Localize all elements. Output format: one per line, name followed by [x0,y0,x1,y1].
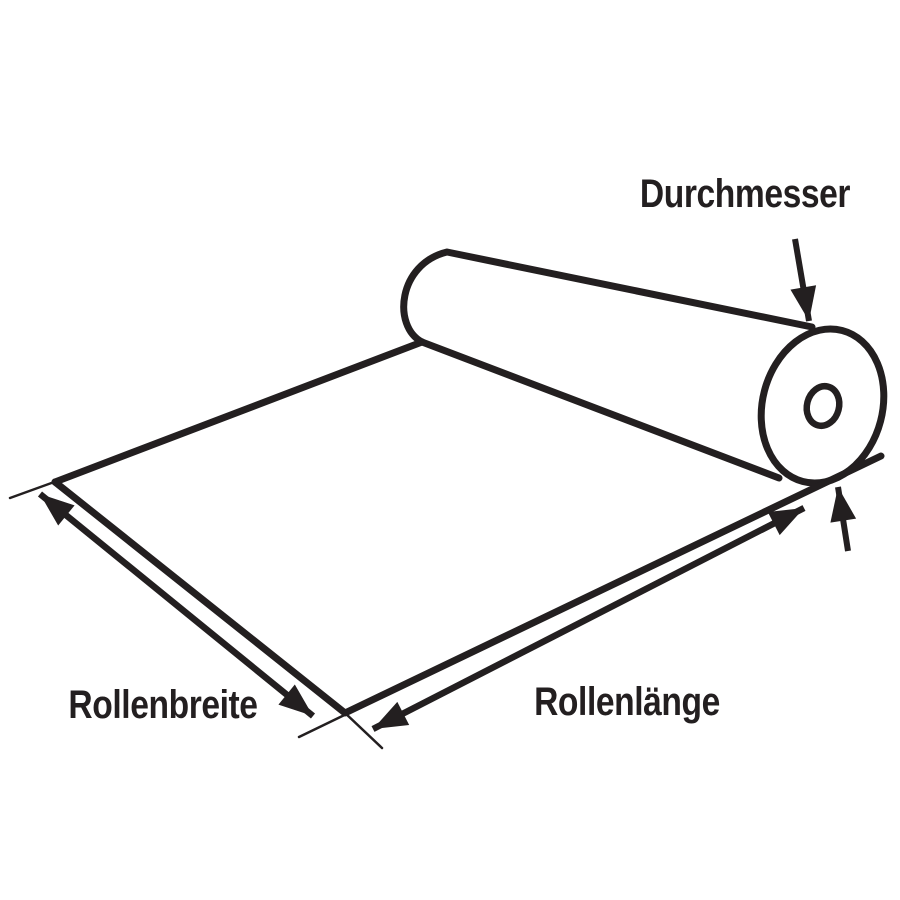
sheet-near-edges [51,452,885,717]
diameter-arrow-top [790,238,817,322]
roll-width-dimension-arrow [37,491,316,719]
roll-body-top-and-cap [400,248,816,346]
roll-body-bottom [418,338,783,482]
extension-tick-left-corner [8,479,59,500]
diameter-label: Durchmesser [639,172,851,216]
extension-tick-bottom-corner-length [297,705,363,739]
roll-width-label: Rollenbreite [68,683,258,727]
extension-tick-bottom-corner-width [342,710,384,750]
diameter-arrow-bottom [830,486,857,552]
sheet-far-edge [51,338,426,486]
roll-core-hole [803,382,843,430]
roll-length-label: Rollenlänge [534,680,720,724]
roll-length-dimension-arrow [371,505,806,732]
